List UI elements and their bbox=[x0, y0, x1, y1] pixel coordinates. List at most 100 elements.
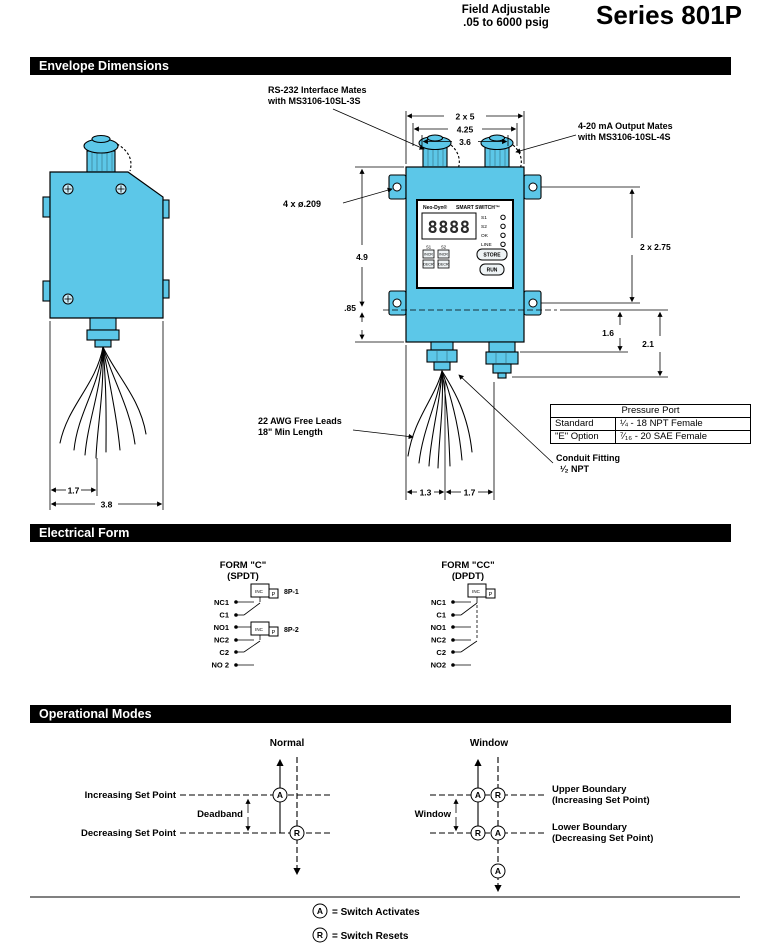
callout-mounting-holes: 4 x ø.209 bbox=[283, 187, 393, 209]
pressure-port-option: Standard bbox=[550, 417, 616, 431]
mounting-hole bbox=[392, 298, 402, 308]
terminal-label: NC1 bbox=[214, 598, 229, 607]
terminal-label: C1 bbox=[436, 611, 446, 620]
normal-mode-title: Normal bbox=[270, 738, 305, 749]
dim-1-3: 1.3 bbox=[420, 488, 432, 498]
output-label-line1: 4-20 mA Output Mates bbox=[578, 121, 673, 131]
actuator-p-label: P bbox=[272, 592, 276, 598]
pressure-port-table-title: Pressure Port bbox=[550, 404, 751, 418]
legend-resets-text: = Switch Resets bbox=[332, 931, 409, 942]
window-mode-diagram: A R R A A Window Upper Boundary (Increas… bbox=[415, 757, 653, 893]
screw-icon bbox=[62, 293, 74, 305]
decr-label: DECR bbox=[423, 263, 434, 267]
run-label: RUN bbox=[487, 268, 498, 274]
pressure-port-fitting bbox=[485, 341, 519, 379]
panel-product: SMART SWITCH™ bbox=[456, 205, 500, 211]
reset-symbol bbox=[470, 825, 486, 841]
actuator-inc-label: INC bbox=[472, 589, 481, 594]
front-wire-leads bbox=[407, 370, 473, 469]
upper-boundary-label-line1: Upper Boundary bbox=[552, 784, 627, 795]
mounting-hole bbox=[528, 182, 538, 192]
electrical-section-drawing: FORM "C" (SPDT) NC1 C1 NO1 NC2 C2 NO 2 bbox=[211, 560, 496, 670]
increasing-setpoint-label: Increasing Set Point bbox=[85, 790, 177, 801]
decreasing-setpoint-label: Decreasing Set Point bbox=[81, 828, 177, 839]
control-panel: Neo-Dyn® SMART SWITCH™ 8888 S1 S2 OK LIN… bbox=[416, 199, 514, 289]
activate-letter: A bbox=[495, 828, 501, 838]
form-c-diagram: FORM "C" (SPDT) NC1 C1 NO1 NC2 C2 NO 2 bbox=[211, 560, 298, 670]
output-cap-top bbox=[488, 134, 506, 142]
terminal-label: C2 bbox=[436, 648, 446, 657]
side-conduit-tip bbox=[94, 339, 112, 348]
activate-symbol bbox=[470, 787, 486, 803]
lower-boundary-label-line1: Lower Boundary bbox=[552, 822, 628, 833]
led-label-line: LINE bbox=[481, 242, 492, 248]
display-digits: 8888 bbox=[428, 218, 471, 238]
reset-letter: R bbox=[294, 828, 300, 838]
screw-icon bbox=[62, 183, 74, 195]
mounting-hole bbox=[528, 298, 538, 308]
form-c-subtitle: (SPDT) bbox=[227, 571, 259, 582]
form-cc-diagram: FORM "CC" (DPDT) NC1 C1 NO1 NC2 C2 NO2 bbox=[431, 560, 496, 670]
store-label: STORE bbox=[483, 253, 501, 259]
dim-4-9-group: 4.9 bbox=[355, 166, 404, 307]
right-dimensions: 2 x 2.75 1.6 2.1 bbox=[512, 186, 671, 378]
dim-4-9: 4.9 bbox=[356, 252, 368, 262]
series-title: Series 801P bbox=[595, 0, 742, 30]
dim-2-1: 2.1 bbox=[642, 339, 654, 349]
conduit-label-line2: ¹⁄₂ NPT bbox=[560, 464, 590, 474]
leads-label-line1: 22 AWG Free Leads bbox=[258, 416, 342, 426]
rs232-label-line1: RS-232 Interface Mates bbox=[268, 85, 367, 95]
terminal-label: NO1 bbox=[214, 623, 229, 632]
lower-boundary-label-line2: (Decreasing Set Point) bbox=[552, 833, 653, 844]
decr-label: DECR bbox=[438, 263, 449, 267]
field-adjustable-line1: Field Adjustable bbox=[461, 4, 551, 16]
store-button bbox=[476, 248, 508, 261]
actuator-p-label: P bbox=[272, 630, 276, 636]
dim-3-6: 3.6 bbox=[459, 137, 471, 147]
led-label-ok: OK bbox=[481, 233, 489, 239]
rs232-cap-top bbox=[426, 134, 444, 142]
callout-conduit: Conduit Fitting ¹⁄₂ NPT bbox=[458, 374, 620, 474]
callout-rs232: RS-232 Interface Mates with MS3106-10SL-… bbox=[267, 85, 425, 150]
actuator-p-label: P bbox=[489, 592, 493, 598]
actuator-inc-label: INC bbox=[255, 589, 264, 594]
terminal-label: NO1 bbox=[431, 623, 446, 632]
window-span-label: Window bbox=[415, 809, 452, 820]
side-cap-chain bbox=[116, 143, 132, 172]
actuator-p-box bbox=[485, 588, 496, 599]
terminal-label: NC2 bbox=[214, 636, 229, 645]
pressure-port-value: ⁷⁄₁₆ - 20 SAE Female bbox=[615, 430, 751, 444]
terminal-label: C2 bbox=[219, 648, 229, 657]
reset-symbol bbox=[312, 927, 328, 943]
side-connector-body bbox=[86, 150, 116, 173]
pressure-port-table: Pressure Port Standard ¼ - 18 NPT Female… bbox=[550, 404, 751, 444]
reset-symbol bbox=[289, 825, 305, 841]
dim-1-6: 1.6 bbox=[602, 328, 614, 338]
actuator-p-box bbox=[268, 588, 279, 599]
dim-4-25: 4.25 bbox=[457, 125, 474, 135]
dim-side-1-7: 1.7 bbox=[68, 486, 80, 496]
rs232-label-line2: with MS3106-10SL-3S bbox=[267, 96, 361, 106]
led-line bbox=[500, 241, 506, 248]
output-label-line2: with MS3106-10SL-4S bbox=[577, 132, 671, 142]
incr-button-s2 bbox=[437, 249, 450, 259]
side-body bbox=[49, 171, 164, 319]
switch-tag-8p1: 8P-1 bbox=[284, 589, 299, 596]
bottom-dimensions: 1.3 1.7 bbox=[405, 345, 495, 500]
incr-label: INCR bbox=[424, 253, 433, 257]
activate-symbol bbox=[490, 825, 506, 841]
side-view-dimensions: 1.7 3.8 bbox=[49, 321, 164, 510]
side-view-drawing: 1.7 3.8 bbox=[42, 134, 170, 510]
field-adjustable-line2: .05 to 6000 psig bbox=[463, 17, 549, 29]
section-banner-electrical: Electrical Form bbox=[30, 524, 731, 542]
conduit-label-line1: Conduit Fitting bbox=[556, 453, 620, 463]
reset-symbol bbox=[490, 787, 506, 803]
switch-tag-8p2: 8P-2 bbox=[284, 627, 299, 634]
pressure-port-option: "E" Option bbox=[550, 430, 616, 444]
normal-mode-diagram: Increasing Set Point Decreasing Set Poin… bbox=[81, 757, 332, 876]
section-banner-operational: Operational Modes bbox=[30, 705, 731, 723]
run-button bbox=[479, 263, 505, 276]
side-left-tab-lower bbox=[42, 280, 51, 302]
